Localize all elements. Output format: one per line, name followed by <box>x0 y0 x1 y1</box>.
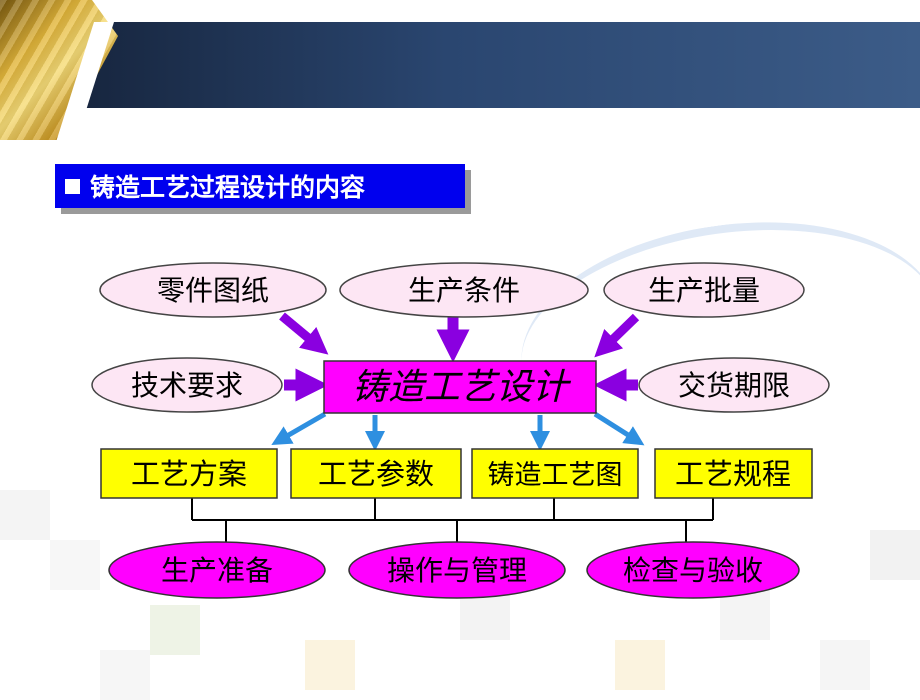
input-conditions-label: 生产条件 <box>408 274 520 307</box>
arrow-drawing-to-design <box>279 312 329 355</box>
output-parameters-node: 工艺参数 <box>290 448 462 499</box>
arrow-batch-to-design <box>594 313 640 358</box>
app-inspection-label: 检查与验收 <box>623 554 763 587</box>
app-preparation-node: 生产准备 <box>108 541 326 599</box>
output-arrows <box>271 411 645 451</box>
output-scheme-node: 工艺方案 <box>100 448 278 499</box>
input-conditions-node: 生产条件 <box>339 262 589 318</box>
output-drawing-node: 铸造工艺图 <box>471 448 639 499</box>
header-bar <box>60 22 920 108</box>
input-batch-label: 生产批量 <box>648 274 760 307</box>
output-parameters-label: 工艺参数 <box>318 457 434 491</box>
input-requirements-label: 技术要求 <box>131 369 243 402</box>
input-drawing-node: 零件图纸 <box>99 262 327 318</box>
app-operation-label: 操作与管理 <box>387 554 527 587</box>
center-design-node: 铸造工艺设计 <box>323 360 597 414</box>
input-deadline-node: 交货期限 <box>638 357 830 413</box>
section-title-box: 铸造工艺过程设计的内容 <box>55 164 465 208</box>
output-procedure-label: 工艺规程 <box>675 457 791 491</box>
center-design-label: 铸造工艺设计 <box>352 367 572 408</box>
section-title: 铸造工艺过程设计的内容 <box>90 173 366 202</box>
output-procedure-node: 工艺规程 <box>654 448 813 499</box>
input-drawing-label: 零件图纸 <box>157 274 269 307</box>
app-preparation-label: 生产准备 <box>161 554 273 587</box>
app-operation-node: 操作与管理 <box>348 541 566 599</box>
app-inspection-node: 检查与验收 <box>586 541 800 599</box>
output-scheme-label: 工艺方案 <box>131 457 247 491</box>
square-bullet-icon <box>65 178 80 194</box>
input-arrows <box>279 312 640 402</box>
arrow-design-to-procedure <box>593 411 645 446</box>
input-deadline-label: 交货期限 <box>678 369 790 402</box>
input-batch-node: 生产批量 <box>603 262 805 318</box>
input-requirements-node: 技术要求 <box>91 357 283 413</box>
connector-lines <box>191 498 714 542</box>
output-drawing-label: 铸造工艺图 <box>488 460 623 491</box>
arrow-design-to-scheme <box>271 411 327 446</box>
